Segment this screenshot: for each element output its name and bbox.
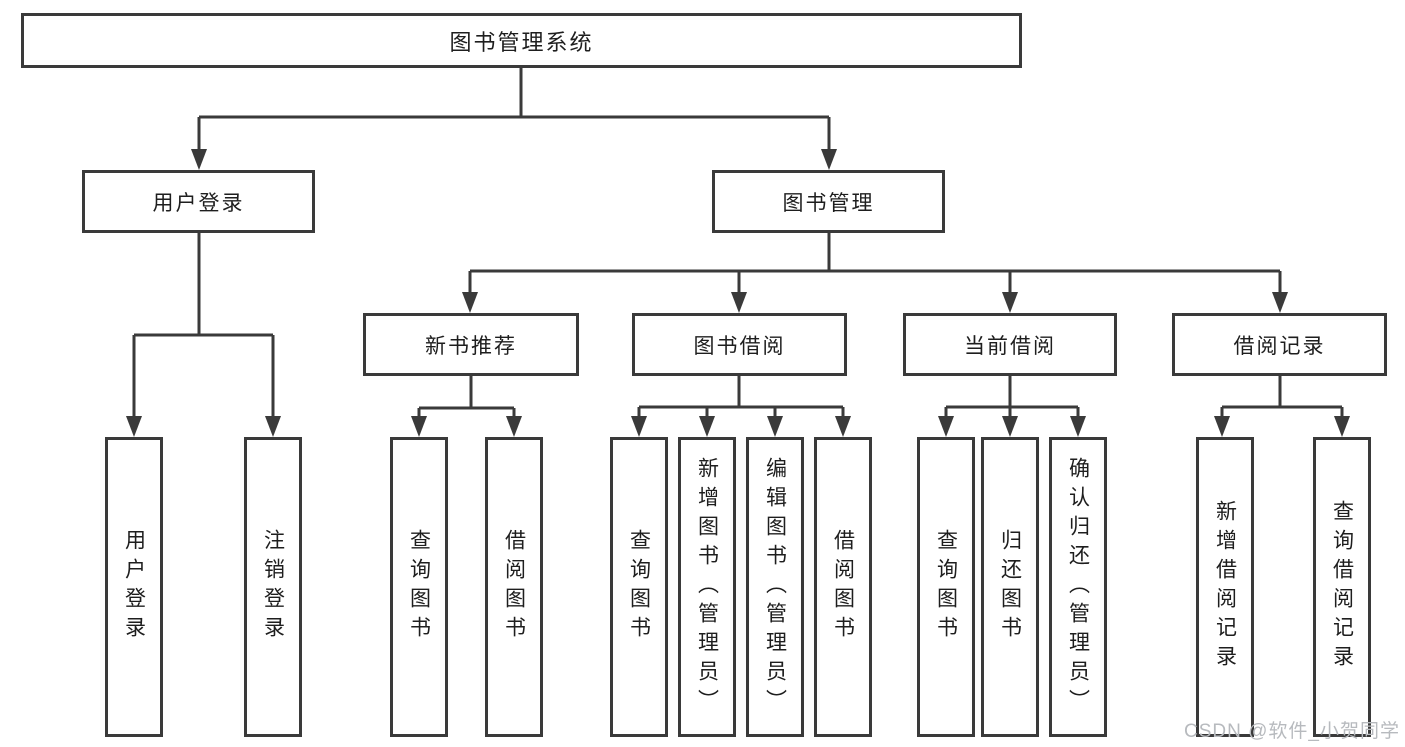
node-current-borrowing-label: 当前借阅: [964, 334, 1056, 358]
node-borrowing-records: 借阅记录: [1172, 313, 1387, 376]
node-borrow-books-recommend-label: 借阅图书: [502, 529, 526, 645]
node-add-borrow-record-label: 新增借阅记录: [1213, 500, 1237, 674]
node-book-management-label: 图书管理: [782, 191, 875, 215]
node-add-book-admin: 新增图书（管理员）: [678, 437, 736, 737]
node-borrow-books-recommend: 借阅图书: [485, 437, 543, 737]
node-book-borrowing: 图书借阅: [632, 313, 847, 376]
node-query-books-borrow: 查询图书: [610, 437, 668, 737]
node-return-books: 归还图书: [981, 437, 1039, 737]
node-edit-book-admin-label: 编辑图书（管理员）: [763, 456, 787, 718]
node-return-books-label: 归还图书: [998, 529, 1022, 645]
csdn-watermark: CSDN @软件_小贺同学: [1184, 721, 1400, 742]
node-logout: 注销登录: [244, 437, 302, 737]
node-new-book-recommend: 新书推荐: [363, 313, 579, 376]
node-book-borrowing-label: 图书借阅: [693, 334, 786, 358]
node-confirm-return-admin-label: 确认归还（管理员）: [1066, 456, 1090, 718]
node-user-login: 用户登录: [82, 170, 315, 233]
node-borrow-books: 借阅图书: [814, 437, 872, 737]
node-user-login-label: 用户登录: [152, 191, 245, 215]
node-book-management: 图书管理: [712, 170, 945, 233]
node-query-books-current-label: 查询图书: [934, 529, 958, 645]
node-root-label: 图书管理系统: [449, 29, 594, 55]
node-borrowing-records-label: 借阅记录: [1233, 334, 1326, 358]
node-current-borrowing: 当前借阅: [903, 313, 1117, 376]
node-add-borrow-record: 新增借阅记录: [1196, 437, 1254, 737]
node-query-books-recommend-label: 查询图书: [407, 529, 431, 645]
node-user-login-leaf-label: 用户登录: [122, 529, 146, 645]
node-logout-label: 注销登录: [261, 529, 285, 645]
node-query-books-borrow-label: 查询图书: [627, 529, 651, 645]
node-edit-book-admin: 编辑图书（管理员）: [746, 437, 804, 737]
node-add-book-admin-label: 新增图书（管理员）: [695, 456, 719, 718]
node-query-books-recommend: 查询图书: [390, 437, 448, 737]
node-borrow-books-label: 借阅图书: [831, 529, 855, 645]
node-new-book-recommend-label: 新书推荐: [425, 334, 517, 358]
node-root: 图书管理系统: [21, 13, 1022, 68]
node-confirm-return-admin: 确认归还（管理员）: [1049, 437, 1107, 737]
node-user-login-leaf: 用户登录: [105, 437, 163, 737]
node-query-books-current: 查询图书: [917, 437, 975, 737]
node-query-borrow-record: 查询借阅记录: [1313, 437, 1371, 737]
node-query-borrow-record-label: 查询借阅记录: [1330, 500, 1354, 674]
